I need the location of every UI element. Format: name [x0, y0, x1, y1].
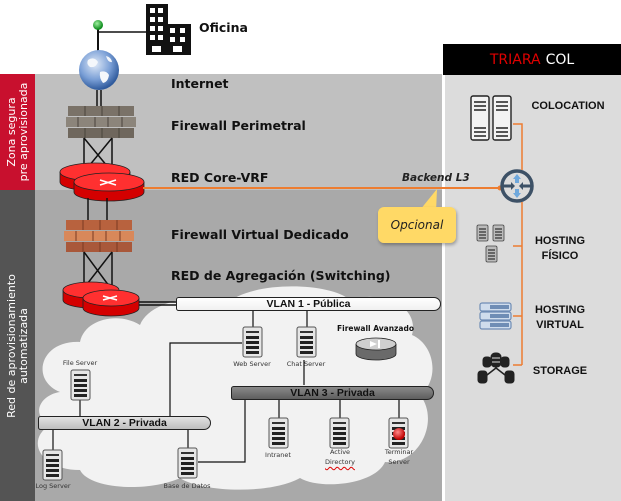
service-storage-label: STORAGE: [532, 365, 588, 377]
server-label: File Server: [62, 359, 98, 367]
server-icon: [296, 326, 317, 358]
aggregation-router-icon: [62, 281, 140, 317]
firewall-virtual-icon: [64, 220, 134, 252]
server-icon: [268, 417, 289, 449]
server-icon: [242, 326, 263, 358]
triara-panel: [443, 74, 621, 501]
aggregation-label: RED de Agregación (Switching): [171, 268, 391, 283]
firewall-avanzado-icon: [355, 337, 397, 361]
firewall-perimetral-icon: [66, 106, 136, 138]
endpoint-dot-icon: [93, 20, 103, 30]
triara-links: [513, 123, 523, 366]
firewall-avanzado-label: Firewall Avanzado: [337, 324, 414, 333]
vlan-2-bar: VLAN 2 - Privada: [38, 416, 211, 430]
backend-l3-label: Backend L3: [402, 172, 470, 184]
server-label: Chat Server: [286, 360, 326, 368]
core-router-icon: [59, 162, 145, 202]
alert-dot-icon: [393, 428, 405, 440]
server-icon: [42, 449, 63, 481]
service-colocation-label: COLOCATION: [531, 100, 605, 112]
firewall-virtual-label: Firewall Virtual Dedicado: [171, 227, 349, 242]
storage-icon: [477, 352, 515, 384]
server-label: Intranet: [265, 451, 291, 459]
colocation-icon: [470, 95, 512, 141]
triara-header: TRIARA COL: [443, 44, 621, 75]
server-label: Log Server: [35, 482, 71, 490]
hosting-virtual-icon: [479, 302, 512, 330]
server-icon: [177, 447, 198, 479]
optional-callout: Opcional: [378, 207, 456, 243]
internet-label: Internet: [171, 76, 229, 91]
server-icon: [329, 417, 350, 449]
brand-triara: TRIARA: [489, 51, 541, 68]
hosting-fisico-icon: [476, 224, 505, 263]
firewall-perimetral-label: Firewall Perimetral: [171, 118, 306, 133]
brand-col: COL: [545, 51, 575, 68]
vlan-3-bar: VLAN 3 - Privada: [231, 386, 434, 400]
server-icon: [70, 369, 91, 401]
office-label: Oficina: [199, 20, 248, 35]
globe-icon: [79, 50, 119, 90]
core-label: RED Core-VRF: [171, 170, 269, 185]
vlan-1-bar: VLAN 1 - Pública: [176, 297, 441, 311]
server-label: Web Server: [233, 360, 271, 368]
building-icon: [146, 4, 191, 55]
vlan-links: [52, 310, 400, 463]
triara-router-icon: [500, 169, 534, 203]
server-label: Base de Datos: [163, 482, 211, 490]
server-icons: [42, 326, 409, 481]
